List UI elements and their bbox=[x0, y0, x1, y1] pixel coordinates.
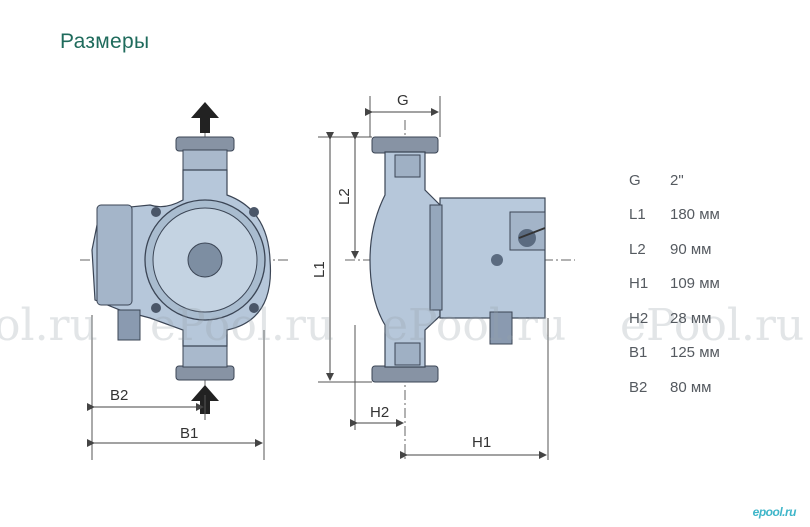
spec-row-h2: H2 28 мм bbox=[629, 301, 720, 336]
spec-row-h1: H1 109 мм bbox=[629, 267, 720, 302]
dimension-spec-list: G 2" L1 180 мм L2 90 мм H1 109 мм H2 28 мм B1… bbox=[629, 163, 720, 405]
pump-side-view bbox=[369, 136, 546, 383]
spec-row-l2: L2 90 мм bbox=[629, 232, 720, 267]
spec-row-l1: L1 180 мм bbox=[629, 198, 720, 233]
spec-value: 125 мм bbox=[670, 344, 720, 362]
spec-row-b1: B1 125 мм bbox=[629, 336, 720, 371]
epool-logo: epool.ru bbox=[752, 505, 797, 519]
pump-front-view bbox=[91, 102, 272, 414]
spec-value: 28 мм bbox=[670, 309, 712, 327]
label-l1: L1 bbox=[311, 261, 328, 278]
page-title: Размеры bbox=[60, 30, 150, 53]
spec-key: L2 bbox=[629, 240, 646, 258]
spec-key: G bbox=[629, 171, 641, 189]
label-b1: B1 bbox=[180, 425, 198, 442]
spec-row-b2: B2 80 мм bbox=[629, 370, 720, 405]
spec-value: 180 мм bbox=[670, 206, 720, 224]
spec-value: 109 мм bbox=[670, 275, 720, 293]
label-g: G bbox=[397, 92, 409, 109]
spec-value: 90 мм bbox=[670, 240, 712, 258]
label-h2: H2 bbox=[370, 404, 389, 421]
spec-key: L1 bbox=[629, 206, 646, 224]
spec-key: B1 bbox=[629, 344, 648, 362]
spec-key: H2 bbox=[629, 309, 649, 327]
label-h1: H1 bbox=[472, 434, 491, 451]
spec-value: 80 мм bbox=[670, 378, 712, 396]
label-b2: B2 bbox=[110, 387, 128, 404]
spec-value: 2" bbox=[670, 171, 684, 189]
label-l2: L2 bbox=[336, 188, 353, 205]
spec-key: H1 bbox=[629, 275, 649, 293]
spec-key: B2 bbox=[629, 378, 648, 396]
spec-row-g: G 2" bbox=[629, 163, 720, 198]
